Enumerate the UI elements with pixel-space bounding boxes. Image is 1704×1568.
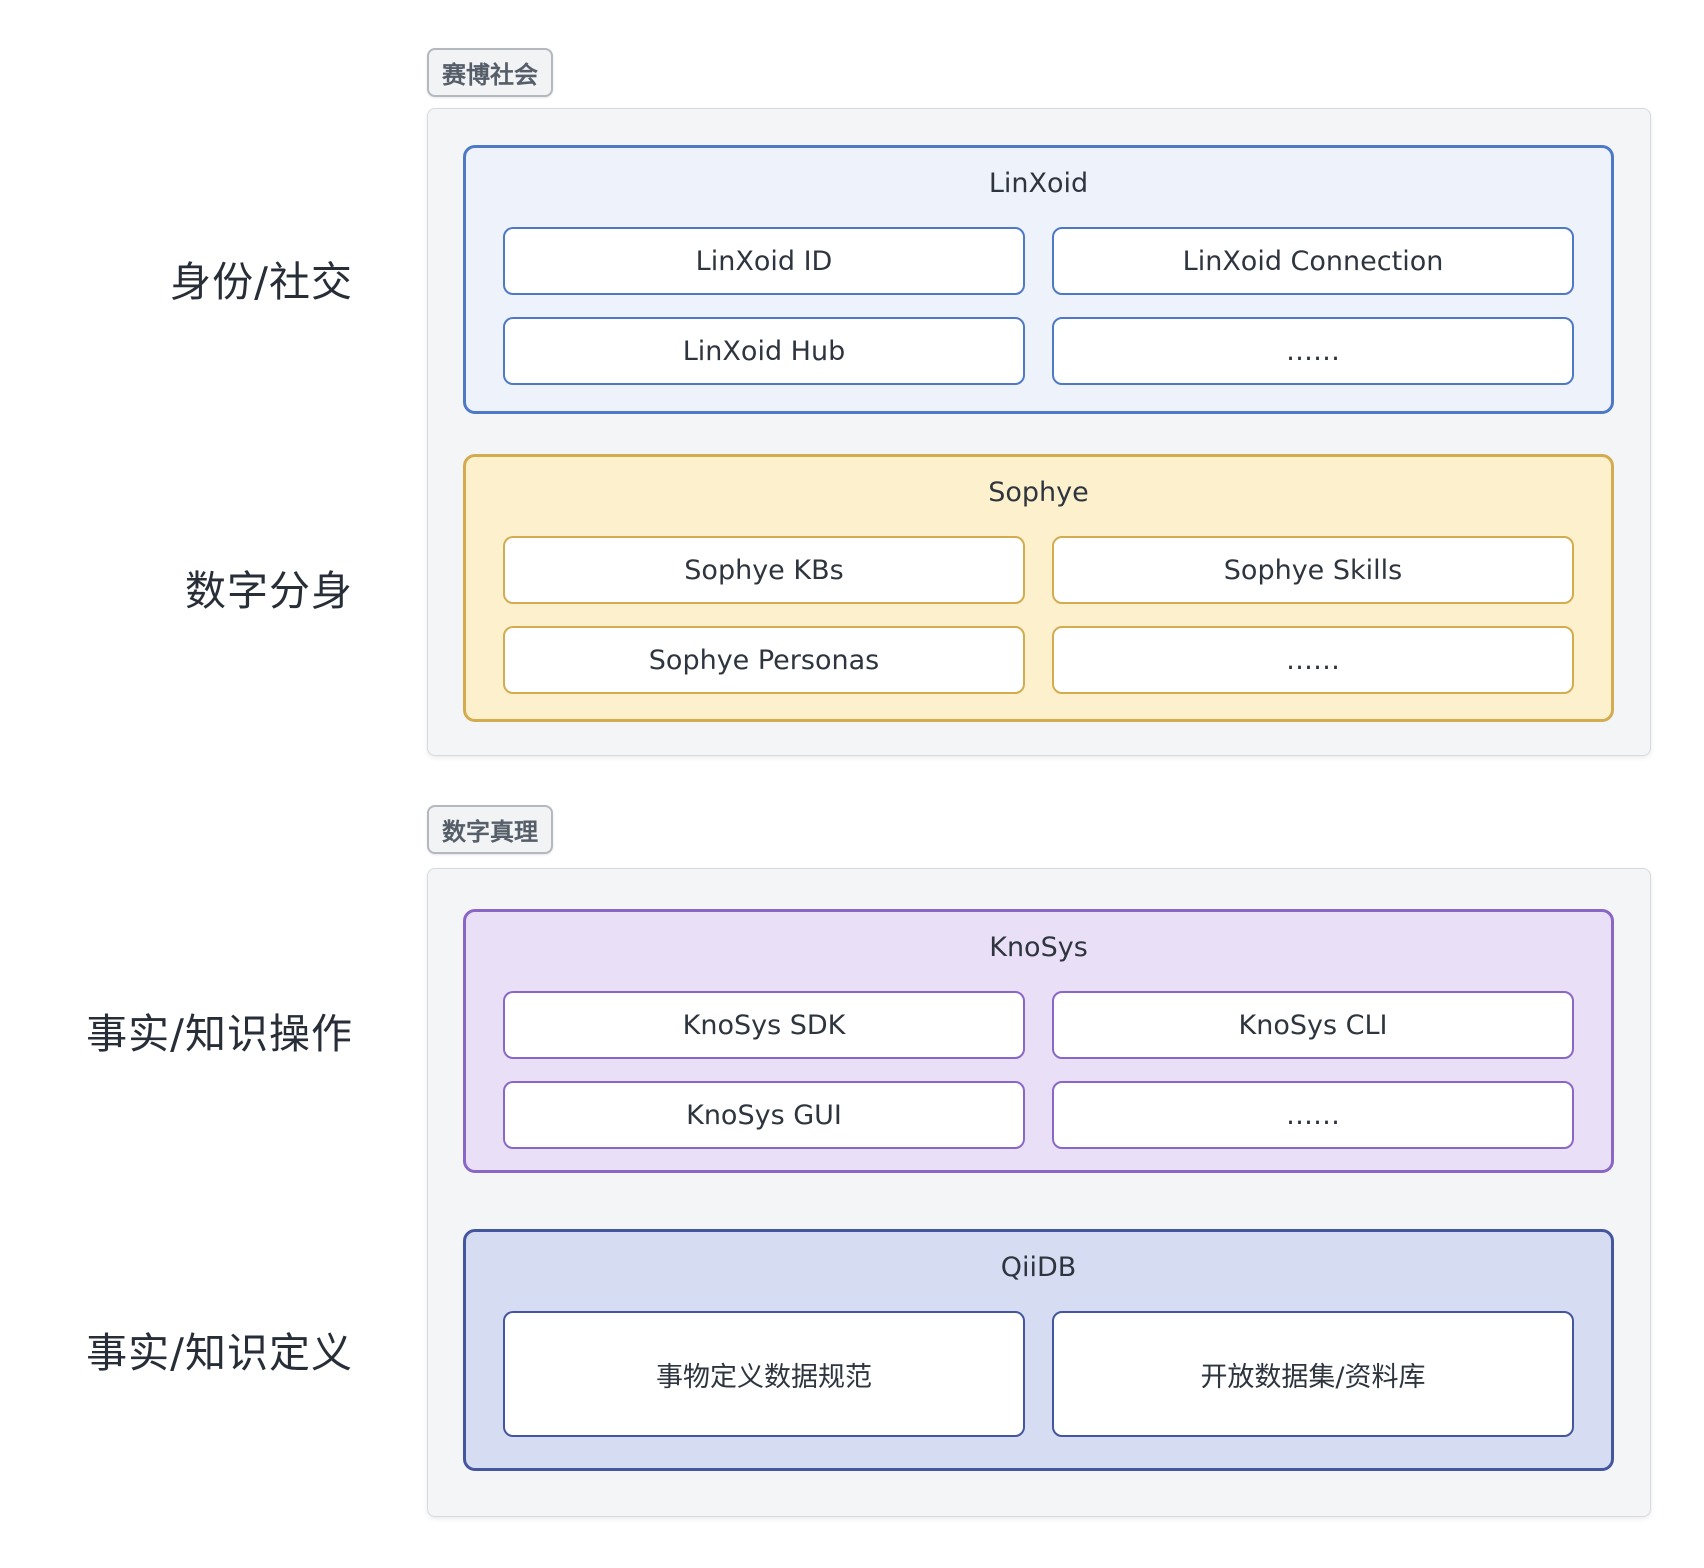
item-sophye-skills: Sophye Skills xyxy=(1052,536,1574,604)
item-linxoid-hub: LinXoid Hub xyxy=(503,317,1025,385)
item-knosys-more: …… xyxy=(1052,1081,1574,1149)
item-thing-definition-data-spec: 事物定义数据规范 xyxy=(503,1311,1025,1437)
group-sophye: Sophye Sophye KBs Sophye Skills Sophye P… xyxy=(463,454,1614,722)
side-label-identity-social: 身份/社交 xyxy=(170,258,353,306)
side-label-digital-avatar: 数字分身 xyxy=(185,567,353,615)
group-title-qiidb: QiiDB xyxy=(1000,1252,1077,1283)
item-sophye-more: …… xyxy=(1052,626,1574,694)
item-linxoid-connection: LinXoid Connection xyxy=(1052,227,1574,295)
side-label-knowledge-operation: 事实/知识操作 xyxy=(86,1010,353,1058)
item-knosys-cli: KnoSys CLI xyxy=(1052,991,1574,1059)
knosys-items-grid: KnoSys SDK KnoSys CLI KnoSys GUI …… xyxy=(503,991,1574,1149)
item-sophye-kbs: Sophye KBs xyxy=(503,536,1025,604)
group-qiidb: QiiDB 事物定义数据规范 开放数据集/资料库 xyxy=(463,1229,1614,1471)
item-knosys-gui: KnoSys GUI xyxy=(503,1081,1025,1149)
qiidb-items-grid: 事物定义数据规范 开放数据集/资料库 xyxy=(503,1311,1574,1437)
group-title-linxoid: LinXoid xyxy=(988,168,1089,199)
item-linxoid-id: LinXoid ID xyxy=(503,227,1025,295)
group-title-knosys: KnoSys xyxy=(989,932,1088,963)
item-open-dataset-repository: 开放数据集/资料库 xyxy=(1052,1311,1574,1437)
sophye-items-grid: Sophye KBs Sophye Skills Sophye Personas… xyxy=(503,536,1574,694)
group-title-sophye: Sophye xyxy=(988,477,1089,508)
section-digital-truth: KnoSys KnoSys SDK KnoSys CLI KnoSys GUI … xyxy=(427,868,1651,1517)
section-tag-cyber-society: 赛博社会 xyxy=(427,48,553,97)
section-tag-digital-truth: 数字真理 xyxy=(427,805,553,854)
section-cyber-society: LinXoid LinXoid ID LinXoid Connection Li… xyxy=(427,108,1651,756)
side-label-knowledge-definition: 事实/知识定义 xyxy=(86,1329,353,1377)
linxoid-items-grid: LinXoid ID LinXoid Connection LinXoid Hu… xyxy=(503,227,1574,385)
item-linxoid-more: …… xyxy=(1052,317,1574,385)
group-knosys: KnoSys KnoSys SDK KnoSys CLI KnoSys GUI … xyxy=(463,909,1614,1173)
item-knosys-sdk: KnoSys SDK xyxy=(503,991,1025,1059)
item-sophye-personas: Sophye Personas xyxy=(503,626,1025,694)
group-linxoid: LinXoid LinXoid ID LinXoid Connection Li… xyxy=(463,145,1614,414)
